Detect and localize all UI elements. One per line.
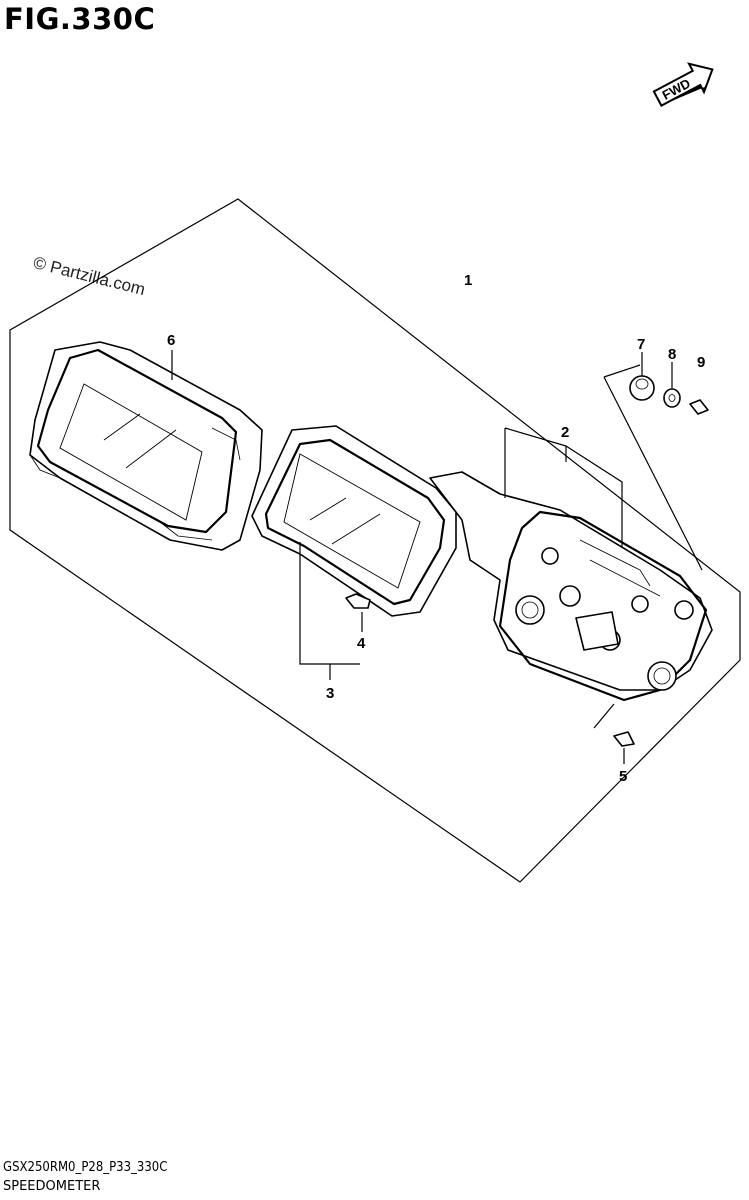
callout-4: 4	[357, 635, 366, 652]
callout-9: 9	[697, 354, 706, 371]
fwd-arrow-icon: FWD	[652, 62, 714, 107]
screw-bracket	[593, 703, 615, 729]
callout-2: 2	[561, 424, 570, 441]
leader-2	[504, 427, 623, 548]
callout-8: 8	[668, 346, 677, 363]
collar-part-8	[663, 388, 681, 408]
lens-frame-part	[251, 425, 457, 617]
figure-code: GSX250RM0_P28_P33_330C	[3, 1160, 168, 1175]
callout-3: 3	[326, 685, 335, 702]
case-gasket-part	[429, 471, 713, 702]
callout-1: 1	[464, 272, 473, 289]
leader-3	[299, 542, 360, 680]
grommet-part-7	[629, 375, 655, 401]
figure-name: SPEEDOMETER	[3, 1179, 101, 1194]
figure-title: FIG.330C	[4, 2, 156, 36]
callout-6: 6	[167, 332, 176, 349]
hardware-bracket	[603, 364, 703, 571]
callout-5: 5	[619, 768, 628, 785]
front-cover-part	[29, 341, 263, 551]
screw-part-9	[689, 399, 709, 415]
screw-part-5	[613, 731, 635, 747]
assembly-outline	[9, 198, 741, 883]
callout-7: 7	[637, 336, 646, 353]
screw-part-4	[345, 593, 371, 609]
